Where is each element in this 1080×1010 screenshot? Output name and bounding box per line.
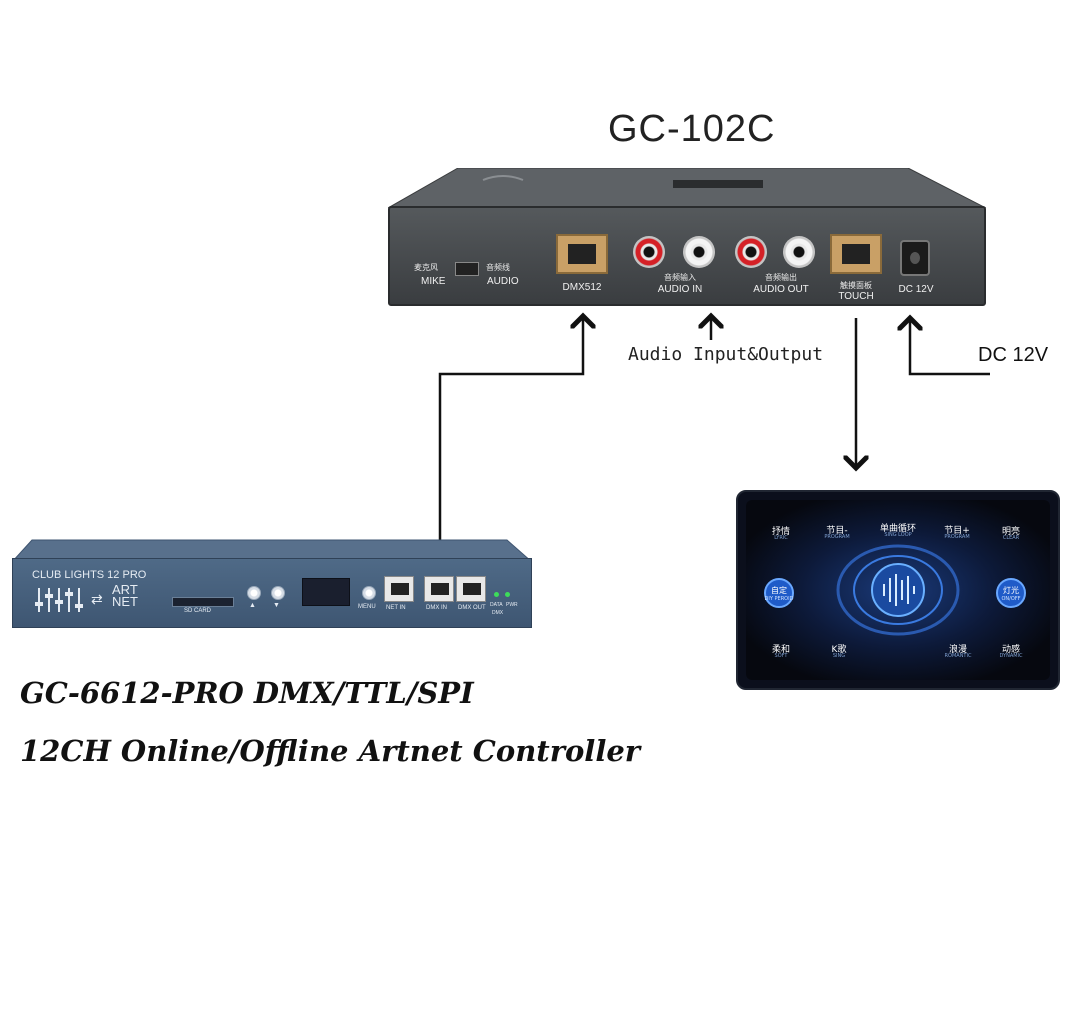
- panel-button-dynamic[interactable]: 动感: [1001, 645, 1020, 655]
- device-title: GC-102C: [608, 108, 776, 150]
- dc-jack: [900, 240, 930, 276]
- audio-in-white-jack: [683, 236, 715, 268]
- audio-out-label-cn: 音频输出: [765, 273, 797, 282]
- panel-button-clear-en: CLEAR: [1002, 535, 1020, 541]
- dmx-in-port: [424, 576, 454, 602]
- panel-button-diy-label: 自定: [771, 586, 787, 595]
- panel-button-onoff-en: ON/OFF: [1001, 596, 1021, 602]
- panel-button-onoff-label: 灯光: [1003, 586, 1019, 595]
- mike-label: MIKE: [421, 276, 446, 287]
- panel-button-diy-en: DIY PEROID: [764, 596, 794, 602]
- dmx512-label: DMX512: [562, 282, 602, 293]
- audio-out-white-jack: [783, 236, 815, 268]
- panel-button-clear[interactable]: 明亮: [1001, 527, 1020, 537]
- sync-arrows-icon: ⇄: [91, 591, 103, 607]
- dmx-out-label: DMX OUT: [458, 605, 486, 611]
- panel-button-sing-en: SING: [832, 653, 846, 659]
- panel-button-dynamic-en: DYNAMIC: [999, 653, 1023, 659]
- sd-card-label: SD CARD: [184, 608, 212, 614]
- panel-button-sing[interactable]: K歌: [831, 645, 847, 655]
- dmx-out-port: [456, 576, 486, 602]
- dc-link-line: [910, 318, 990, 376]
- dmx512-port: [556, 234, 608, 274]
- net-in-port: [384, 576, 414, 602]
- dc-input-label: DC 12V: [978, 344, 1049, 366]
- net-in-label: NET IN: [386, 605, 406, 611]
- touch-label-cn: 触摸面板: [840, 281, 872, 290]
- panel-button-program-next[interactable]: 节目+: [944, 526, 970, 536]
- data-label: DATA: [490, 602, 503, 608]
- audio-in-label-cn: 音频输入: [664, 273, 696, 282]
- sliders-icon: [35, 588, 83, 612]
- pro-product-subtitle: 12CH Online/Offline Artnet Controller: [20, 734, 641, 768]
- down-label: ▼: [273, 602, 280, 609]
- dmx-in-label: DMX IN: [426, 605, 447, 611]
- panel-button-sing-loop[interactable]: 单曲循环: [879, 524, 916, 534]
- up-button[interactable]: [247, 586, 261, 600]
- dmx-led-label: DMX: [492, 610, 504, 616]
- touch-port: [830, 234, 882, 274]
- panel-button-lyric-en: LYRIC: [774, 535, 788, 541]
- panel-button-sing-loop-en: SING LOOP: [884, 532, 912, 538]
- up-label: ▲: [249, 602, 256, 609]
- audio-io-label: Audio Input&Output: [628, 344, 824, 365]
- lcd-display: [302, 578, 350, 606]
- audio-out-label: AUDIO OUT: [753, 284, 809, 295]
- mike-label-cn: 麦克风: [414, 263, 438, 272]
- panel-button-program-prev-en: PROGRAM: [824, 534, 850, 540]
- panel-button-onoff[interactable]: [996, 578, 1026, 608]
- touch-label: TOUCH: [838, 291, 874, 302]
- menu-button[interactable]: [362, 586, 376, 600]
- panel-button-soft-en: SOFT: [774, 653, 788, 659]
- panel-button-romantic[interactable]: 浪漫: [948, 645, 967, 655]
- panel-button-soft[interactable]: 柔和: [771, 645, 790, 655]
- gc102c-top-surface: [388, 168, 986, 208]
- pwr-label: PWR: [506, 602, 518, 608]
- audio-label-cn: 音频线: [486, 263, 510, 272]
- audio-out-red-jack: [735, 236, 767, 268]
- down-button[interactable]: [271, 586, 285, 600]
- panel-button-diy[interactable]: [764, 578, 794, 608]
- panel-button-program-prev[interactable]: 节目-: [826, 526, 848, 536]
- panel-button-program-next-en: PROGRAM: [944, 534, 970, 540]
- mike-audio-switch[interactable]: [455, 262, 479, 276]
- panel-button-lyric[interactable]: 抒情: [771, 527, 790, 537]
- pro-brand: CLUB LIGHTS 12 PRO: [32, 569, 147, 581]
- menu-label: MENU: [358, 604, 376, 610]
- pro-product-title: GC-6612-PRO DMX/TTL/SPI: [20, 676, 474, 710]
- sound-wave-icon: [836, 544, 960, 636]
- panel-button-romantic-en: ROMANTIC: [944, 653, 972, 659]
- pwr-led: [505, 592, 510, 597]
- audio-in-label: AUDIO IN: [657, 284, 703, 295]
- pro-top-surface: [12, 539, 532, 562]
- sd-card-slot[interactable]: [172, 597, 234, 607]
- audio-label: AUDIO: [487, 276, 519, 287]
- dc-port-label: DC 12V: [898, 284, 934, 295]
- data-led: [494, 592, 499, 597]
- dmx-link-line: [440, 316, 583, 570]
- audio-in-red-jack: [633, 236, 665, 268]
